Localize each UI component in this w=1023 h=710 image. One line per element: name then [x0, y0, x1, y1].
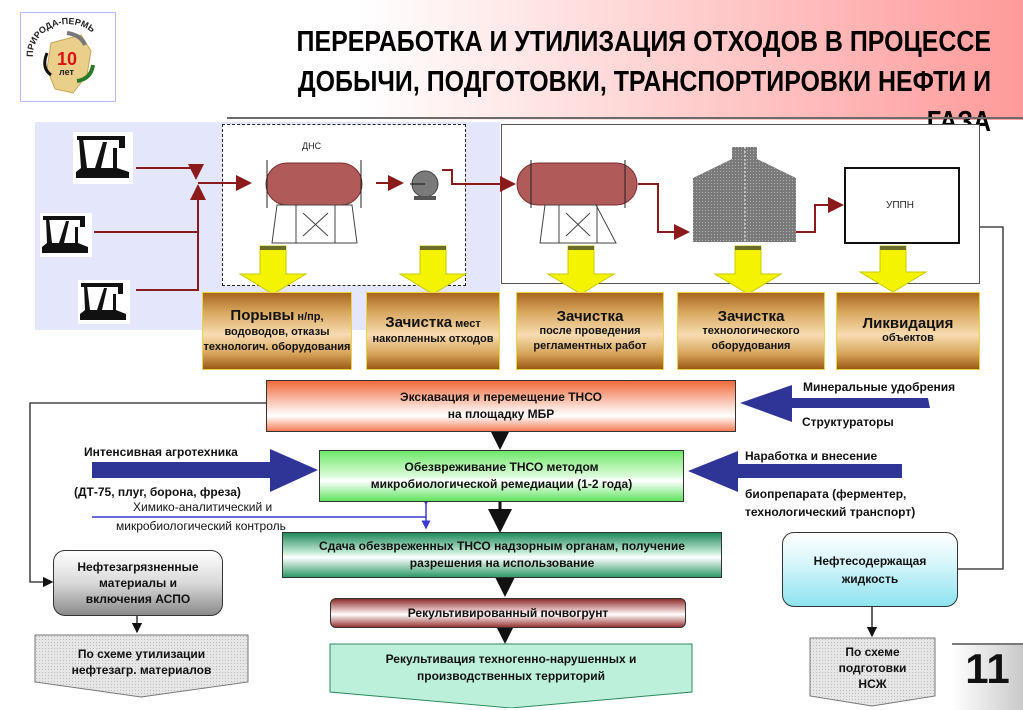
separator-tank — [265, 160, 363, 244]
recultivation-text: Рекультивация техногенно-нарушенных и пр… — [330, 648, 692, 688]
source-title: Ликвидация — [862, 315, 954, 332]
source-subtitle: н/пр, — [294, 310, 324, 323]
logo-number: 10 — [57, 49, 77, 69]
source-box-liquidation: Ликвидация объектов — [836, 292, 980, 370]
processing-column — [693, 147, 796, 242]
liquid-scheme-text: По схеме подготовки НСЖ — [810, 640, 935, 696]
source-title: Зачистка — [385, 314, 453, 331]
recultivation-shape — [329, 643, 693, 708]
agrotech-label: Интенсивная агротехника — [84, 445, 238, 459]
liquid-scheme-line3: НСЖ — [858, 677, 887, 691]
source-subtitle: мест — [452, 318, 481, 330]
materials-line2: материалы и — [99, 576, 177, 590]
logo: ПРИРОДА-ПЕРМЬ 10 лет — [20, 12, 116, 102]
recycle-arrow-icon — [43, 52, 52, 77]
header-background — [0, 0, 1023, 120]
control-label-line1: Химико-аналитический и — [133, 500, 273, 514]
excavation-line2: на площадку МБР — [447, 407, 555, 421]
soil-line1: Рекультивированный почвогрунт — [407, 605, 609, 620]
liquid-line2: жидкость — [841, 571, 899, 586]
pumpjack-icon — [78, 280, 130, 324]
handover-line2: разрешения на использование — [409, 556, 595, 570]
yellow-down-arrow-icon — [858, 245, 928, 293]
liquid-line1: Нефтесодержащая — [813, 553, 927, 568]
control-label-line2: микробиологический контроль — [116, 519, 286, 533]
recycle-arrow-icon — [76, 64, 95, 83]
neutralization-line2: микробиологической ремедиации (1-2 года) — [370, 477, 633, 491]
bio-label-line3: технологический транспорт) — [745, 505, 916, 519]
blue-arrow-right-icon — [92, 449, 318, 492]
page-number: 11 — [965, 645, 1010, 692]
mineral-fertilizers-label: Минеральные удобрения — [803, 380, 956, 394]
settling-tank — [516, 160, 638, 244]
logo-sub: лет — [59, 67, 74, 77]
source-description: технологического оборудования — [702, 324, 800, 352]
page-title-line2: ДОБЫЧИ, ПОДГОТОВКИ, ТРАНСПОРТИРОВКИ НЕФТ… — [297, 66, 992, 138]
liquid-scheme-line2: подготовки — [838, 661, 907, 675]
bio-label-line1: Наработка и внесение — [745, 449, 878, 463]
materials-box: Нефтезагрязненные материалы и включения … — [53, 550, 223, 616]
handover-line1: Сдача обезвреженных ТНСО надзорным орган… — [319, 539, 685, 553]
yellow-down-arrow-icon — [713, 245, 783, 295]
recultivation-line1: Рекультивация техногенно-нарушенных и — [385, 652, 637, 666]
blue-arrow-left-icon — [688, 451, 902, 492]
dns-label: ДНС — [302, 141, 322, 151]
structurators-label: Структураторы — [802, 415, 894, 429]
uppn-unit — [844, 167, 960, 244]
source-description: накопленных отходов — [372, 333, 494, 345]
page-title: ПЕРЕРАБОТКА И УТИЛИЗАЦИЯ ОТХОДОВ В ПРОЦЕ… — [251, 22, 991, 142]
materials-line1: Нефтезагрязненные — [77, 560, 199, 574]
liquid-scheme-shape — [809, 637, 936, 707]
materials-scheme-shape — [34, 634, 249, 698]
materials-scheme-text: По схеме утилизации нефтезагр. материало… — [35, 642, 248, 682]
handover-box: Сдача обезвреженных ТНСО надзорным орган… — [282, 532, 722, 578]
yellow-down-arrow-icon — [238, 245, 308, 295]
source-title: Зачистка — [556, 307, 624, 325]
flow-arrow — [488, 426, 517, 644]
source-description: водоводов, отказы технологич. оборудован… — [203, 325, 351, 353]
excavation-line1: Экскавация и перемещение ТНСО — [400, 390, 602, 404]
source-title: Зачистка — [717, 307, 785, 325]
pumpjack-icon — [40, 213, 92, 257]
pump-icon — [410, 170, 439, 200]
source-description: объектов — [882, 332, 934, 344]
source-description: после проведения регламентных работ — [533, 324, 647, 352]
yellow-down-arrow-icon — [546, 245, 616, 295]
neutralization-line1: Обезвреживание ТНСО методом — [404, 460, 599, 474]
page-number-background — [952, 643, 1023, 710]
materials-scheme-line2: нефтезагр. материалов — [71, 663, 212, 677]
agrotech-equipment-label: (ДТ-75, плуг, борона, фреза) — [74, 485, 241, 499]
liquid-scheme-line1: По схеме — [845, 645, 900, 659]
uppn-label: УППН — [886, 200, 914, 211]
pipeline — [94, 164, 844, 291]
materials-scheme-line1: По схеме утилизации — [77, 647, 206, 661]
soil-box: Рекультивированный почвогрунт — [330, 598, 686, 628]
liquid-box: Нефтесодержащая жидкость — [782, 532, 958, 607]
source-title: Порывы — [230, 306, 295, 324]
source-box-maintenance: Зачистка после проведения регламентных р… — [516, 292, 664, 370]
source-box-accumulated: Зачистка мест накопленных отходов — [366, 292, 500, 370]
yellow-down-arrow-icon — [398, 245, 468, 295]
excavation-box: Экскавация и перемещение ТНСО на площадк… — [266, 380, 736, 432]
source-box-leaks: Порывы н/пр, водоводов, отказы технологи… — [202, 292, 352, 370]
header-divider — [227, 117, 1023, 119]
materials-line3: включения АСПО — [85, 592, 191, 606]
bio-label-line2: биопрепарата (ферментер, — [745, 487, 907, 501]
neutralization-box: Обезвреживание ТНСО методом микробиологи… — [319, 450, 684, 502]
page-title-line1: ПЕРЕРАБОТКА И УТИЛИЗАЦИЯ ОТХОДОВ В ПРОЦЕ… — [296, 26, 992, 58]
pumpjack-icon — [73, 132, 133, 184]
logo-graphic: ПРИРОДА-ПЕРМЬ 10 лет — [25, 16, 97, 94]
blue-arrow-left-icon — [740, 385, 930, 422]
source-box-equipment: Зачистка технологического оборудования — [677, 292, 825, 370]
connector-materials — [29, 402, 266, 588]
recultivation-line2: производственных территорий — [416, 669, 605, 683]
